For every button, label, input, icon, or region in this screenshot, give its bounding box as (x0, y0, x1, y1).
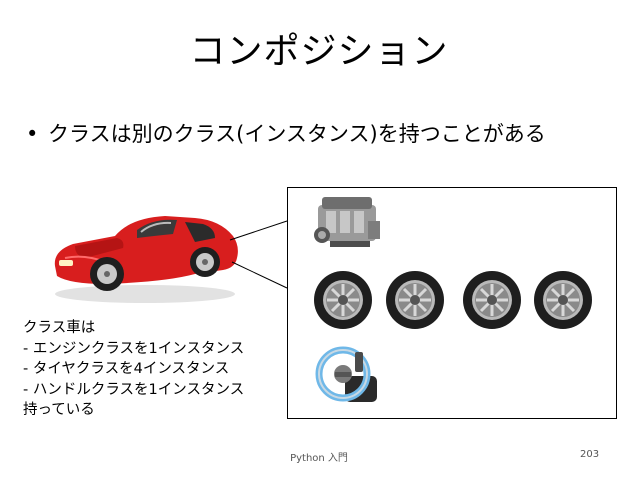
tire-image (386, 271, 444, 329)
slide-title: コンポジション (189, 31, 449, 72)
note-line: - エンジンクラスを1インスタンス (23, 340, 245, 357)
footer-title: Python 入門 (290, 453, 348, 464)
engine-image (314, 197, 380, 247)
explanation-note: クラス車は - エンジンクラスを1インスタンス - タイヤクラスを4インスタンス… (23, 318, 244, 421)
tire-image (463, 271, 521, 329)
bullet-item: • クラスは別のクラス(インスタンス)を持つことがある (26, 120, 546, 148)
tire-image (534, 271, 592, 329)
tire-image (314, 271, 372, 329)
steering-wheel-image (315, 346, 377, 402)
note-line: クラス車は (23, 320, 96, 336)
car-image (54, 216, 238, 303)
note-line: - ハンドルクラスを1インスタンス (23, 381, 245, 398)
bullet-text: クラスは別のクラス(インスタンス)を持つことがある (48, 122, 546, 146)
note-line: - タイヤクラスを4インスタンス (23, 361, 230, 377)
composition-box (287, 187, 617, 419)
bullet-dot-icon: • (26, 122, 39, 146)
page-number: 203 (580, 449, 600, 460)
note-line: 持っている (23, 402, 95, 418)
